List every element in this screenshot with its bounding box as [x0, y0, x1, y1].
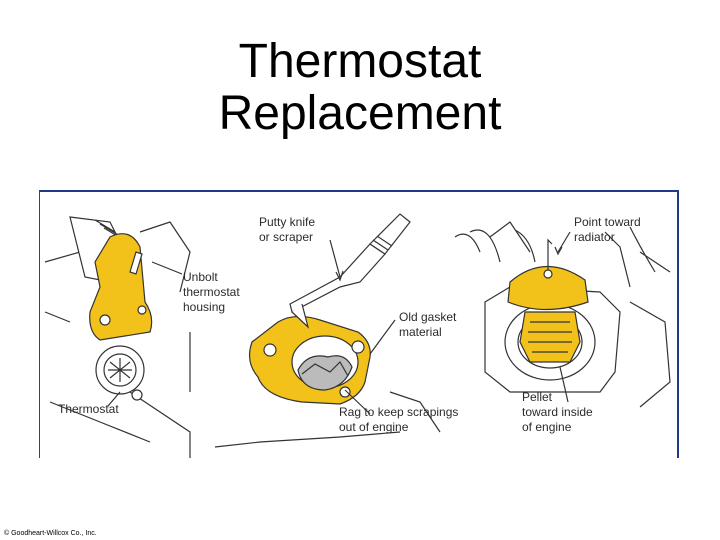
panel-scrape	[214, 213, 441, 448]
illustration-frame: Unbolt thermostat housing Thermostat Put…	[39, 190, 679, 458]
label-putty-knife: Putty knife or scraper	[259, 215, 315, 245]
label-point-toward: Point toward radiator	[574, 215, 641, 245]
label-point-line-2: radiator	[574, 230, 615, 244]
label-unbolt: Unbolt thermostat housing	[183, 270, 240, 315]
label-pellet: Pellet toward inside of engine	[522, 390, 593, 435]
label-old-gasket: Old gasket material	[399, 310, 456, 340]
thermostat-top-shape	[507, 265, 589, 311]
thermostat-body-shape	[519, 311, 581, 363]
label-unbolt-line-3: housing	[183, 300, 226, 314]
label-gasket-line-1: Old gasket	[399, 310, 457, 324]
panel-unbolt	[44, 216, 191, 458]
label-pellet-line-1: Pellet	[522, 390, 553, 404]
slide-title: Thermostat Replacement	[0, 36, 720, 140]
label-putty-line-1: Putty knife	[259, 215, 316, 229]
title-line-1: Thermostat	[238, 35, 482, 88]
panel-orientation	[454, 221, 671, 408]
label-rag-line-2: out of engine	[339, 420, 409, 434]
label-pellet-line-3: of engine	[522, 420, 572, 434]
thermostat-illustration	[44, 213, 671, 458]
label-point-line-1: Point toward	[574, 215, 641, 229]
label-unbolt-line-2: thermostat	[183, 285, 240, 299]
copyright-notice: © Goodheart-Willcox Co., Inc.	[4, 530, 97, 537]
putty-knife-blade	[289, 243, 386, 313]
label-gasket-line-2: material	[399, 325, 442, 339]
putty-knife-handle	[369, 213, 411, 255]
label-pellet-line-2: toward inside	[522, 405, 593, 419]
label-thermostat-line-1: Thermostat	[58, 402, 119, 416]
label-rag-line-1: Rag to keep scrapings	[339, 405, 459, 419]
label-unbolt-line-1: Unbolt	[183, 270, 218, 284]
title-line-2: Replacement	[218, 87, 502, 140]
label-thermostat: Thermostat	[58, 402, 119, 417]
label-rag: Rag to keep scrapings out of engine	[339, 405, 458, 435]
label-putty-line-2: or scraper	[259, 230, 314, 244]
